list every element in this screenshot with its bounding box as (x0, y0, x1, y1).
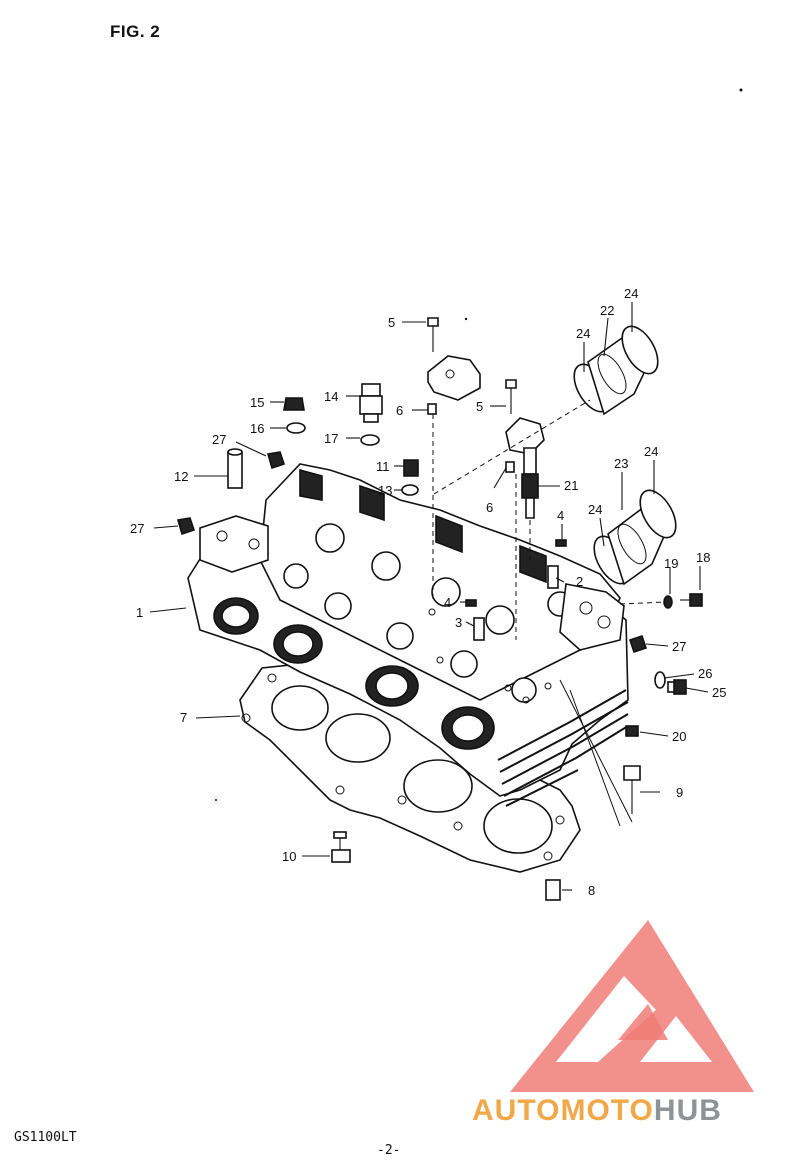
rubber-grommet-2 (176, 517, 196, 536)
cam-shaft-cap-2 (505, 417, 545, 455)
assembly-line (559, 679, 633, 823)
callout-4-b: 4 (444, 595, 451, 610)
figure-title: FIG. 2 (110, 22, 161, 41)
sealing-washer (401, 484, 419, 496)
callout-18: 18 (696, 550, 710, 565)
callout-7: 7 (180, 710, 187, 725)
callout-4: 4 (557, 508, 564, 523)
valve-guide (547, 565, 559, 589)
callout-23: 23 (614, 456, 628, 471)
page-number: -2- (377, 1143, 401, 1158)
callout-10: 10 (282, 849, 296, 864)
watermark-auto: AUTOMOTO (472, 1094, 654, 1127)
callout-6-b: 6 (486, 500, 493, 515)
gasket-washer (663, 595, 673, 609)
rubber-cap (625, 725, 639, 737)
callout-19: 19 (664, 556, 678, 571)
intake-pipe-2 (593, 489, 677, 586)
callout-8: 8 (588, 883, 595, 898)
dowel-pin-2 (505, 461, 515, 473)
callout-leaders (149, 302, 709, 891)
watermark-hub: HUB (654, 1094, 722, 1127)
callout-27-b: 27 (130, 521, 144, 536)
oil-plug (667, 679, 687, 695)
callout-27-c: 27 (672, 639, 686, 654)
callout-13: 13 (378, 483, 392, 498)
cylinder-head (187, 463, 629, 807)
cylinder-head-gasket (239, 663, 581, 873)
o-ring (360, 434, 380, 446)
callout-14: 14 (324, 389, 338, 404)
spark-plug (521, 447, 539, 519)
rubber-grommet-3 (628, 634, 648, 654)
model-code: GS1100LT (14, 1130, 77, 1145)
callout-9: 9 (676, 785, 683, 800)
callout-24-d: 24 (588, 502, 602, 517)
callout-26: 26 (698, 666, 712, 681)
plug-o-ring (654, 671, 666, 689)
intake-pipe (573, 325, 659, 416)
speck-2 (464, 317, 468, 321)
cylinder-head-bolt (623, 765, 641, 814)
dowel-pin (427, 403, 437, 415)
valve-guide-2 (473, 617, 485, 641)
callout-2: 2 (576, 574, 583, 589)
callout-21: 21 (564, 478, 578, 493)
callout-1: 1 (136, 605, 143, 620)
callout-15: 15 (250, 395, 264, 410)
cap-nut (283, 397, 305, 411)
callout-11: 11 (376, 459, 390, 474)
callout-22: 22 (600, 303, 614, 318)
gasket-dowel-pin (545, 879, 561, 901)
callout-3: 3 (455, 615, 462, 630)
callout-16: 16 (250, 421, 264, 436)
cylinder-plug (227, 448, 243, 489)
cam-cap-bolt (427, 317, 439, 352)
washer (286, 422, 306, 434)
callout-12: 12 (174, 469, 188, 484)
speck-3 (215, 799, 217, 801)
callout-24-c: 24 (644, 444, 658, 459)
assembly-line-2 (569, 689, 621, 827)
assembly-guide-lines (432, 399, 667, 640)
callout-5-b: 5 (476, 399, 483, 414)
callout-27-a: 27 (212, 432, 226, 447)
head-bolt (331, 831, 351, 863)
callout-5: 5 (388, 315, 395, 330)
callout-labels: 1 2 3 4 4 5 5 6 6 7 8 9 10 11 12 13 14 1… (130, 286, 726, 898)
callout-24-b: 24 (576, 326, 590, 341)
callout-25: 25 (712, 685, 726, 700)
cam-shaft-cap (427, 355, 481, 401)
watermark-brand: AUTOMOTOHUB (472, 1094, 722, 1127)
cam-cap-bolt-2 (505, 379, 517, 414)
o-ring-pin (555, 539, 567, 547)
breather-cap (359, 383, 383, 423)
callout-17: 17 (324, 431, 338, 446)
speck (739, 88, 743, 92)
o-ring-pin-2 (465, 599, 477, 607)
callout-24-a: 24 (624, 286, 638, 301)
screw (680, 593, 703, 607)
callout-6: 6 (396, 403, 403, 418)
acorn-nut (403, 459, 419, 477)
rubber-grommet (266, 451, 286, 470)
callout-20: 20 (672, 729, 686, 744)
automotohub-logo (510, 920, 754, 1092)
